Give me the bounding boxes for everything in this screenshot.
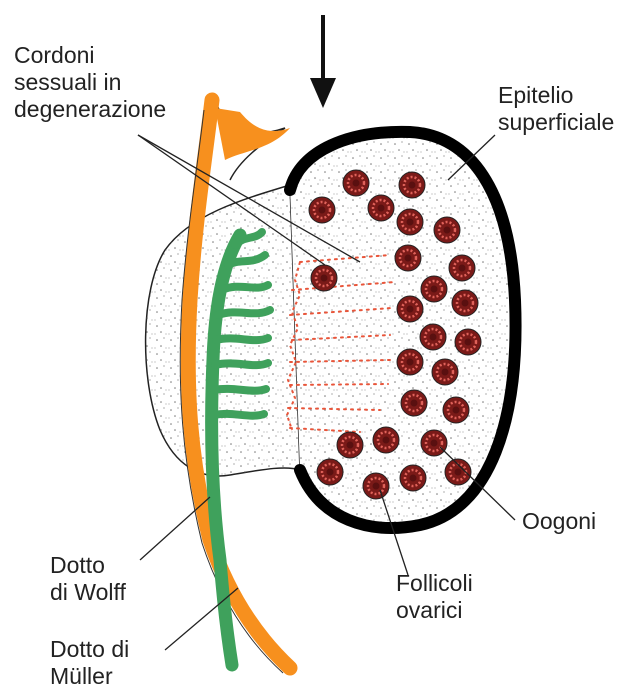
follicle [399, 172, 425, 198]
follicle [309, 197, 335, 223]
follicle [397, 296, 423, 322]
follicle [368, 195, 394, 221]
label-sex-cords: Cordoni sessuali in degenerazione [14, 42, 166, 123]
follicle [445, 459, 471, 485]
label-oogonia: Oogoni [522, 508, 596, 535]
follicle [337, 432, 363, 458]
follicle [455, 329, 481, 355]
label-ovarian-follicles: Follicoli ovarici [396, 570, 473, 624]
follicle [434, 217, 460, 243]
follicle [401, 390, 427, 416]
follicle [317, 459, 343, 485]
follicle [432, 359, 458, 385]
follicle [421, 276, 447, 302]
follicle [395, 245, 421, 271]
follicle [443, 397, 469, 423]
follicle [420, 324, 446, 350]
label-wolff-duct: Dotto di Wolff [50, 552, 126, 606]
follicle [421, 430, 447, 456]
follicle [363, 473, 389, 499]
follicle [449, 255, 475, 281]
down-arrow [310, 15, 336, 108]
label-surface-epithelium: Epitelio superficiale [498, 82, 614, 136]
follicle [311, 265, 337, 291]
follicle [397, 209, 423, 235]
follicle [400, 465, 426, 491]
follicle [452, 290, 478, 316]
follicle [397, 349, 423, 375]
label-muller-duct: Dotto di Müller [50, 636, 129, 690]
follicle [373, 427, 399, 453]
follicle [343, 170, 369, 196]
mesonephric-stipple [146, 185, 300, 476]
